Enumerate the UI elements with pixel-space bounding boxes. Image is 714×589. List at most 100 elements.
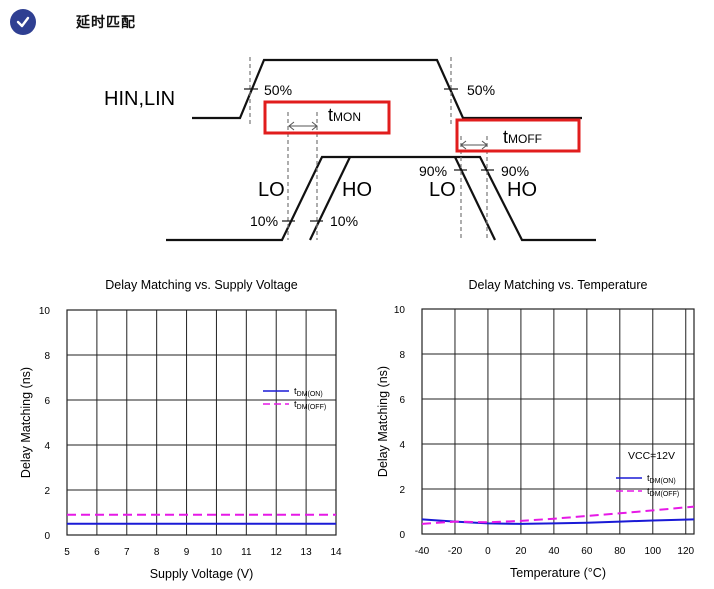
data-point: [487, 521, 489, 523]
grid-lines: [66, 309, 337, 536]
pct-10-left-label: 10%: [250, 213, 278, 229]
lo-fall-edge: [454, 156, 496, 241]
y-tick-label: 4: [44, 441, 50, 452]
x-tick-label: 100: [644, 546, 661, 557]
pct-10-right-label: 10%: [330, 213, 358, 229]
x-tick-label: 14: [330, 547, 342, 558]
x-tick-label: 40: [548, 546, 560, 557]
data-point: [619, 520, 621, 522]
x-axis-label: Temperature (°C): [510, 566, 606, 580]
x-tick-label: 5: [64, 547, 70, 558]
y-axis-label: Delay Matching (ns): [19, 367, 33, 478]
data-point: [421, 523, 423, 525]
x-tick-label: 6: [94, 547, 100, 558]
plot-frame: [421, 308, 695, 535]
reference-lines: [249, 57, 488, 240]
input-signal-label: HIN,LIN: [104, 88, 175, 110]
section-title: 延时匹配: [76, 15, 136, 31]
pct-50-right-label: 50%: [467, 82, 495, 98]
legend-entry: tDM(OFF): [294, 399, 326, 411]
y-axis-label: Delay Matching (ns): [376, 366, 390, 477]
data-point: [652, 509, 654, 511]
x-tick-label: 10: [211, 547, 223, 558]
data-point: [586, 522, 588, 524]
crossing-ticks: [244, 88, 494, 222]
section-header: 延时匹配: [10, 8, 136, 36]
x-tick-label: 7: [124, 547, 130, 558]
x-tick-label: 0: [485, 546, 491, 557]
y-tick-label: 10: [39, 306, 51, 317]
data-point: [693, 505, 695, 507]
data-point: [335, 514, 337, 516]
chart-title: Delay Matching vs. Supply Voltage: [105, 278, 298, 292]
x-tick-label: 60: [581, 546, 593, 557]
ho-right-label: HO: [507, 179, 537, 201]
tmon-highlight-box: [263, 100, 391, 135]
data-point: [553, 522, 555, 524]
x-tick-label: 11: [241, 547, 252, 558]
legend-entry-main: t: [647, 486, 650, 497]
data-point: [520, 520, 522, 522]
tmoff-arrow: [460, 140, 488, 150]
x-tick-label: 80: [614, 546, 626, 557]
vcc-annotation: VCC=12V: [628, 450, 675, 462]
output-waveform: [166, 155, 596, 242]
tmon-label: tMON: [328, 105, 361, 125]
data-point: [454, 520, 456, 522]
x-tick-label: 9: [184, 547, 190, 558]
y-tick-label: 8: [399, 350, 405, 361]
pct-90-right-label: 90%: [501, 163, 529, 179]
legend-entry: tDM(ON): [294, 386, 323, 398]
grid-lines: [421, 308, 694, 535]
y-tick-label: 4: [399, 440, 405, 451]
pct-90-left-label: 90%: [419, 163, 447, 179]
legend-entry-sub: DM(ON): [297, 391, 323, 398]
input-waveform: [192, 58, 582, 120]
data-point: [66, 523, 68, 525]
y-tick-label: 2: [44, 486, 50, 497]
data-point: [66, 514, 68, 516]
y-tick-label: 0: [399, 530, 405, 541]
data-point: [335, 523, 337, 525]
legend-entry-main: t: [294, 399, 297, 410]
x-tick-label: -20: [448, 546, 463, 557]
x-tick-label: 12: [271, 547, 283, 558]
x-tick-label: -40: [415, 546, 430, 557]
data-point: [693, 518, 695, 520]
x-tick-label: 120: [677, 546, 694, 557]
data-point: [520, 523, 522, 525]
legend-entry-main: t: [294, 386, 297, 397]
check-circle-icon: [10, 9, 36, 35]
data-point: [421, 518, 423, 520]
lo-left-label: LO: [258, 179, 285, 201]
legend-entry-sub: DM(OFF): [650, 491, 680, 498]
chart-delay-vs-voltage: Delay Matching vs. Supply Voltage 5 6 7 8 9 10…: [19, 278, 342, 581]
legend-entry-sub: DM(ON): [650, 478, 676, 485]
chart-title: Delay Matching vs. Temperature: [468, 278, 647, 292]
y-tick-label: 8: [44, 351, 50, 362]
tmon-arrow: [288, 121, 318, 131]
data-point: [586, 515, 588, 517]
legend-entry-main: t: [647, 473, 650, 484]
data-point: [652, 519, 654, 521]
data-point: [619, 512, 621, 514]
lo-right-label: LO: [429, 179, 456, 201]
legend-entry: tDM(OFF): [647, 486, 679, 498]
y-tick-label: 2: [399, 485, 405, 496]
ho-left-label: HO: [342, 179, 372, 201]
x-tick-label: 8: [154, 547, 160, 558]
y-tick-label: 0: [44, 531, 50, 542]
y-tick-label: 6: [399, 395, 405, 406]
timing-diagram: HIN,LIN 50% 50% tMON tMOFF LO HO LO HO 1…: [104, 57, 596, 242]
series-line-dm-off: [421, 505, 695, 525]
y-tick-label: 6: [44, 396, 50, 407]
x-tick-label: 13: [301, 547, 313, 558]
data-point: [553, 518, 555, 520]
tmoff-label: tMOFF: [503, 127, 542, 147]
x-axis-label: Supply Voltage (V): [150, 567, 254, 581]
pct-50-left-label: 50%: [264, 82, 292, 98]
tmoff-highlight-box: [455, 118, 581, 153]
legend-entry: tDM(ON): [647, 473, 676, 485]
x-tick-label: 20: [515, 546, 527, 557]
